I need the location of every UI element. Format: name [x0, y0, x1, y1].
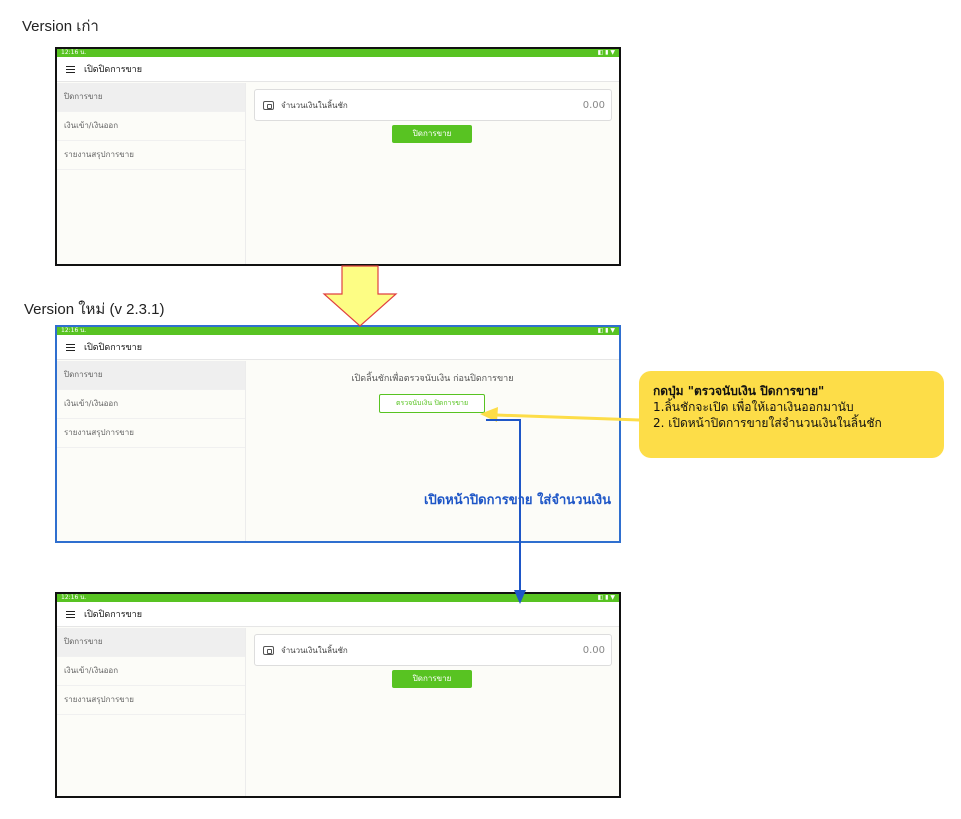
drawer-cash-label: จำนวนเงินในลิ้นชัก — [281, 100, 348, 110]
sidebar: ปิดการขาย เงินเข้า/เงินออก รายงานสรุปการ… — [57, 361, 246, 541]
hamburger-menu-icon[interactable] — [66, 65, 75, 73]
status-time: 12:16 น. — [61, 49, 87, 56]
status-bar: 12:16 น. ◧ ▮ ▼ — [57, 594, 619, 602]
close-sale-screen: 12:16 น. ◧ ▮ ▼ เปิดปิดการขาย ปิดการขาย เ… — [55, 592, 621, 798]
close-sale-button[interactable]: ปิดการขาย — [392, 125, 472, 143]
sidebar-item-sales-report[interactable]: รายงานสรุปการขาย — [57, 141, 245, 170]
drawer-cash-value: 0.00 — [582, 99, 605, 111]
sidebar-item-sales-report[interactable]: รายงานสรุปการขาย — [57, 419, 245, 448]
app-bar: เปิดปิดการขาย — [57, 57, 619, 82]
sidebar-item-cash-in-out[interactable]: เงินเข้า/เงินออก — [57, 657, 245, 686]
callout-step-2: 2. เปิดหน้าปิดการขายใส่จำนวนเงินในลิ้นชั… — [653, 416, 882, 430]
count-cash-close-sale-button[interactable]: ตรวจนับเงิน ปิดการขาย — [379, 394, 485, 413]
app-bar: เปิดปิดการขาย — [57, 602, 619, 627]
sidebar-item-cash-in-out[interactable]: เงินเข้า/เงินออก — [57, 112, 245, 141]
hamburger-menu-icon[interactable] — [66, 610, 75, 618]
status-time: 12:16 น. — [61, 327, 87, 334]
app-title: เปิดปิดการขาย — [84, 65, 143, 75]
hamburger-menu-icon[interactable] — [66, 343, 75, 351]
instruction-callout: กดปุ่ม "ตรวจนับเงิน ปิดการขาย" 1.ลิ้นชัก… — [639, 371, 944, 458]
open-drawer-hint: เปิดลิ้นชักเพื่อตรวจนับเงิน ก่อนปิดการขา… — [351, 374, 514, 384]
sidebar: ปิดการขาย เงินเข้า/เงินออก รายงานสรุปการ… — [57, 628, 246, 796]
sidebar-item-close-sale[interactable]: ปิดการขาย — [57, 361, 245, 390]
old-version-screen: 12:16 น. ◧ ▮ ▼ เปิดปิดการขาย ปิดการขาย เ… — [55, 47, 621, 266]
close-sale-button[interactable]: ปิดการขาย — [392, 670, 472, 688]
app-bar: เปิดปิดการขาย — [57, 335, 619, 360]
sidebar-item-cash-in-out[interactable]: เงินเข้า/เงินออก — [57, 390, 245, 419]
caption-old-version: Version เก่า — [22, 18, 99, 35]
status-bar: 12:16 น. ◧ ▮ ▼ — [57, 49, 619, 57]
sidebar-item-close-sale[interactable]: ปิดการขาย — [57, 83, 245, 112]
caption-new-version: Version ใหม่ (v 2.3.1) — [24, 301, 165, 318]
drawer-cash-field[interactable]: จำนวนเงินในลิ้นชัก 0.00 — [254, 634, 612, 666]
app-title: เปิดปิดการขาย — [84, 610, 143, 620]
wallet-icon — [263, 100, 274, 110]
callout-title: กดปุ่ม "ตรวจนับเงิน ปิดการขาย" — [653, 384, 825, 398]
sidebar: ปิดการขาย เงินเข้า/เงินออก รายงานสรุปการ… — [57, 83, 246, 264]
down-arrow-icon — [322, 265, 398, 327]
status-icons: ◧ ▮ ▼ — [597, 327, 615, 334]
status-time: 12:16 น. — [61, 594, 87, 601]
status-bar: 12:16 น. ◧ ▮ ▼ — [57, 327, 619, 335]
sidebar-item-sales-report[interactable]: รายงานสรุปการขาย — [57, 686, 245, 715]
status-icons: ◧ ▮ ▼ — [597, 594, 615, 601]
flow-note: เปิดหน้าปิดการขาย ใส่จำนวนเงิน — [424, 493, 612, 508]
status-icons: ◧ ▮ ▼ — [597, 49, 615, 56]
drawer-cash-value: 0.00 — [582, 644, 605, 656]
sidebar-item-close-sale[interactable]: ปิดการขาย — [57, 628, 245, 657]
new-version-screen: 12:16 น. ◧ ▮ ▼ เปิดปิดการขาย ปิดการขาย เ… — [55, 325, 621, 543]
app-title: เปิดปิดการขาย — [84, 343, 143, 353]
callout-step-1: 1.ลิ้นชักจะเปิด เพื่อให้เอาเงินออกมานับ — [653, 400, 854, 414]
wallet-icon — [263, 645, 274, 655]
drawer-cash-label: จำนวนเงินในลิ้นชัก — [281, 645, 348, 655]
drawer-cash-field[interactable]: จำนวนเงินในลิ้นชัก 0.00 — [254, 89, 612, 121]
